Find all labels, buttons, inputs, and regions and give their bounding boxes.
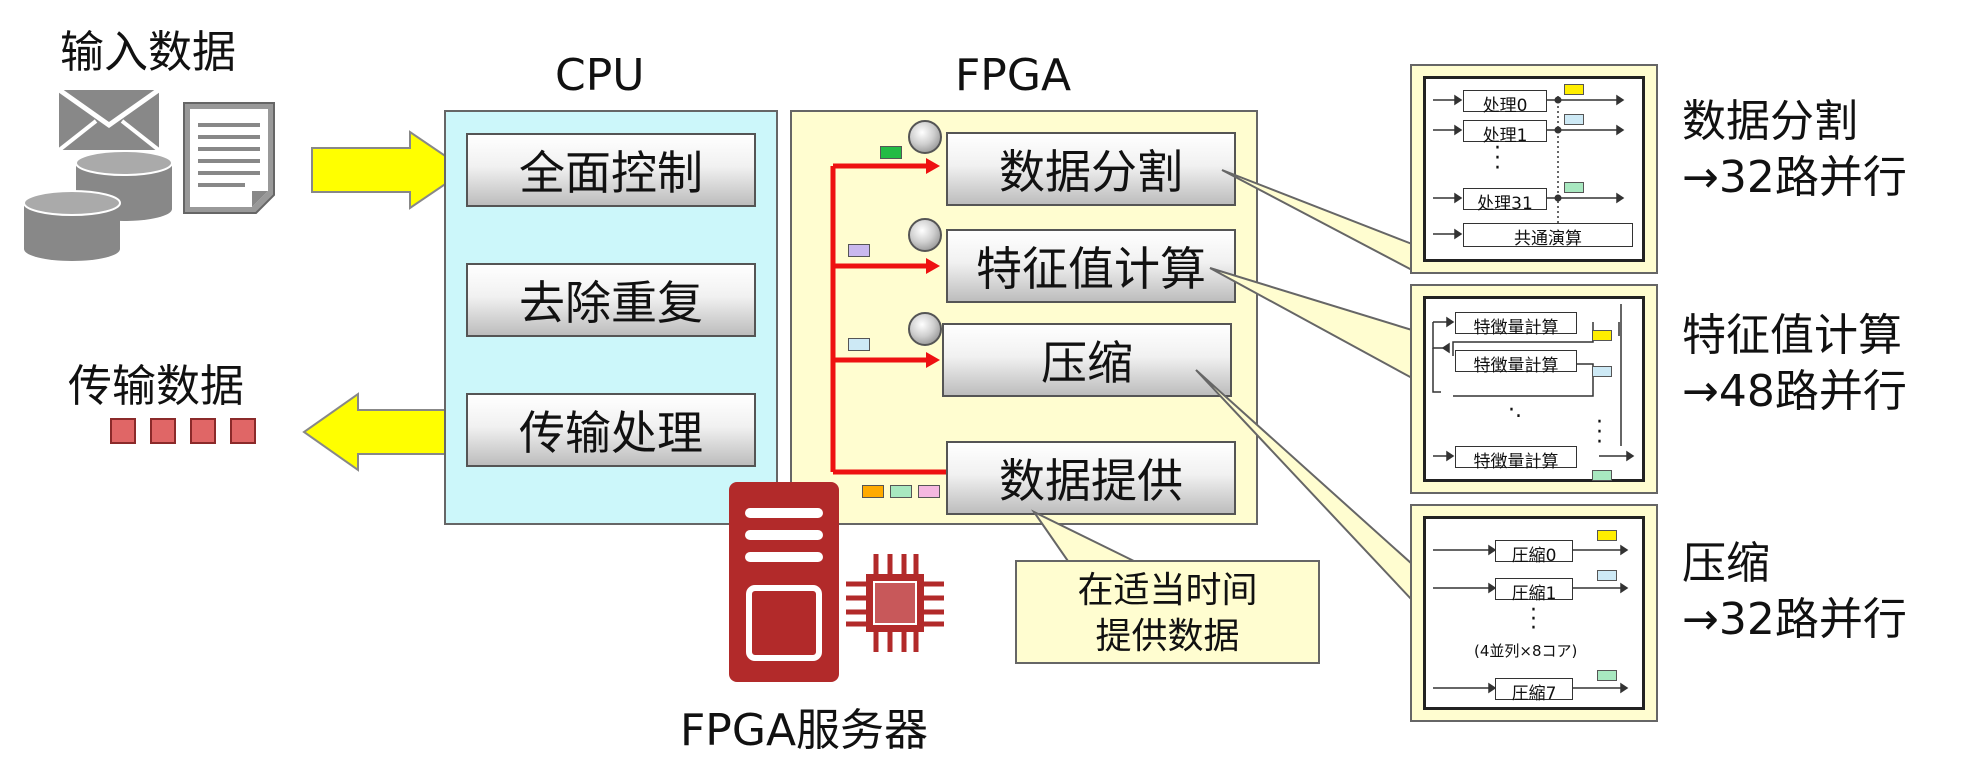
chip-icon	[846, 554, 944, 652]
split-common-op: 共通演算	[1463, 223, 1633, 249]
gauge-icon	[908, 218, 942, 252]
data-packet	[110, 418, 136, 444]
data-packet	[190, 418, 216, 444]
data-chip	[880, 146, 902, 159]
features-side-label: 特征值计算 →48路并行	[1682, 308, 1907, 420]
cpu-block-control: 全面控制	[466, 133, 756, 207]
features-side-line1: 特征值计算	[1682, 310, 1902, 361]
compress-side-line2: →32路并行	[1682, 594, 1907, 645]
compress-side-line1: 压缩	[1682, 538, 1770, 589]
data-chip	[1564, 84, 1584, 95]
split-process-0: 处理0	[1463, 90, 1547, 116]
data-chip	[918, 485, 940, 498]
ellipsis-vertical: ···	[1596, 410, 1603, 455]
fpga-server-label: FPGA服务器	[680, 705, 929, 756]
features-process-0: 特徴量計算	[1455, 312, 1577, 338]
supply-note-line1: 在适当时间	[1077, 570, 1258, 611]
database-icon	[23, 150, 173, 261]
compress-process-1: 圧縮1	[1495, 578, 1573, 604]
ellipsis-vertical: ···	[1530, 598, 1537, 641]
data-chip	[890, 485, 912, 498]
gauge-icon	[908, 120, 942, 154]
envelope-icon	[56, 86, 162, 153]
data-chip	[1597, 570, 1617, 581]
split-side-label: 数据分割 →32路并行	[1682, 94, 1907, 206]
fpga-title: FPGA	[955, 50, 1072, 101]
features-process-1: 特徴量計算	[1455, 350, 1577, 376]
output-arrow	[302, 392, 461, 472]
split-side-line1: 数据分割	[1682, 96, 1858, 147]
features-process-47: 特徴量計算	[1455, 446, 1577, 472]
fpga-block-supply: 数据提供	[946, 441, 1236, 515]
cpu-block-transfer: 传输处理	[466, 393, 756, 467]
split-process-1: 处理1	[1463, 120, 1547, 146]
split-process-31: 处理31	[1463, 188, 1547, 214]
document-icon	[183, 102, 275, 214]
fpga-block-compress: 压缩	[942, 323, 1232, 397]
data-chip	[848, 338, 870, 351]
data-chip	[862, 485, 884, 498]
output-data-label: 传输数据	[68, 361, 244, 412]
data-chip	[1597, 530, 1617, 541]
data-packet	[230, 418, 256, 444]
ellipsis-diagonal: ·.	[1508, 398, 1522, 423]
cpu-block-dedup: 去除重复	[466, 263, 756, 337]
data-packet	[150, 418, 176, 444]
data-chip	[848, 244, 870, 257]
data-chip	[1592, 470, 1612, 481]
input-data-label: 输入数据	[60, 27, 236, 78]
features-side-line2: →48路并行	[1682, 366, 1907, 417]
fpga-block-split: 数据分割	[946, 132, 1236, 206]
compress-side-label: 压缩 →32路并行	[1682, 536, 1907, 648]
data-chip	[1592, 366, 1612, 377]
data-chip	[1597, 670, 1617, 681]
split-side-line2: →32路并行	[1682, 152, 1907, 203]
supply-note: 在适当时间 提供数据	[1015, 560, 1320, 664]
compress-process-0: 圧縮0	[1495, 540, 1573, 566]
compress-parallel-note: (4並列×8コア)	[1474, 642, 1578, 660]
compress-process-7: 圧縮7	[1495, 678, 1573, 704]
compress-detail-lines	[1433, 544, 1629, 694]
gauge-icon	[908, 312, 942, 346]
ellipsis-vertical: ···	[1494, 136, 1501, 181]
data-chip	[1564, 114, 1584, 125]
fpga-flow-arrows	[830, 158, 948, 475]
split-detail-lines	[1433, 94, 1625, 240]
server-icon	[729, 482, 839, 682]
input-icons	[23, 86, 275, 261]
fpga-block-features: 特征值计算	[946, 229, 1236, 303]
cpu-title: CPU	[555, 50, 645, 101]
input-arrow	[311, 130, 468, 210]
data-chip	[1592, 330, 1612, 341]
supply-note-line2: 提供数据	[1095, 616, 1240, 657]
data-chip	[1564, 182, 1584, 193]
